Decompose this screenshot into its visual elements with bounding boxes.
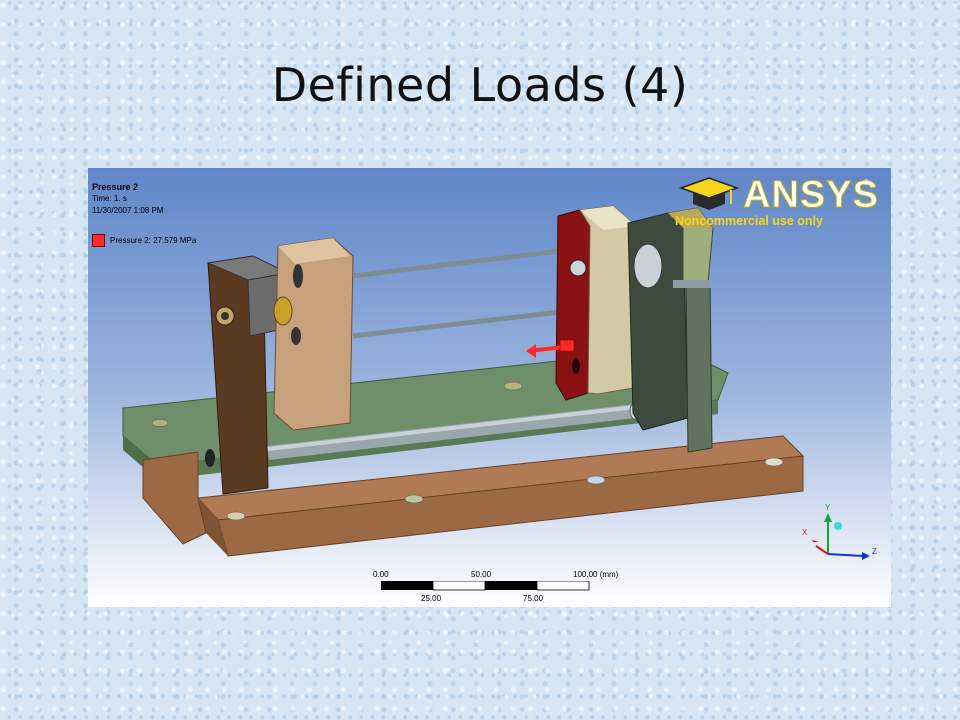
fixture-model bbox=[122, 205, 805, 557]
legend-label: Pressure 2: 27.579 MPa bbox=[110, 236, 197, 245]
result-date: 11/30/2007 1:08 PM bbox=[92, 206, 164, 215]
coordinate-triad-icon[interactable]: Y X Z bbox=[788, 498, 883, 598]
scale-label-50: 50.00 bbox=[471, 570, 492, 579]
model-viewport[interactable]: Pressure 2 Time: 1. s 11/30/2007 1:08 PM… bbox=[88, 168, 891, 607]
triad-graphic bbox=[812, 513, 870, 560]
graduation-cap-icon bbox=[678, 177, 740, 210]
result-title: Pressure 2 bbox=[92, 182, 139, 192]
result-time: Time: 1. s bbox=[92, 194, 127, 203]
scale-label-0: 0.00 bbox=[373, 570, 389, 579]
triad-y-label: Y bbox=[825, 503, 831, 512]
pressure-arrow-icon bbox=[526, 339, 575, 358]
pressure-legend: Pressure 2: 27.579 MPa bbox=[92, 234, 196, 247]
scale-label-100: 100.00 (mm) bbox=[573, 570, 619, 579]
ansys-logo: ANSYS ® Noncommercial use only bbox=[675, 172, 878, 232]
triad-x-label: X bbox=[802, 528, 808, 537]
slide-title: Defined Loads (4) bbox=[271, 58, 689, 112]
triad-z-label: Z bbox=[872, 547, 877, 556]
result-info: Pressure 2 Time: 1. s 11/30/2007 1:08 PM bbox=[92, 181, 163, 217]
scale-label-25: 25.00 bbox=[421, 594, 442, 603]
scale-bar-graphic bbox=[381, 581, 590, 591]
scale-label-75: 75.00 bbox=[523, 594, 544, 603]
noncommercial-label: Noncommercial use only bbox=[675, 214, 823, 228]
logo-text: ANSYS bbox=[743, 174, 879, 217]
legend-swatch bbox=[92, 234, 105, 247]
logo-registered-mark: ® bbox=[863, 178, 869, 187]
scale-bar: 0.00 50.00 100.00 (mm) 25.00 75.00 bbox=[373, 570, 633, 606]
